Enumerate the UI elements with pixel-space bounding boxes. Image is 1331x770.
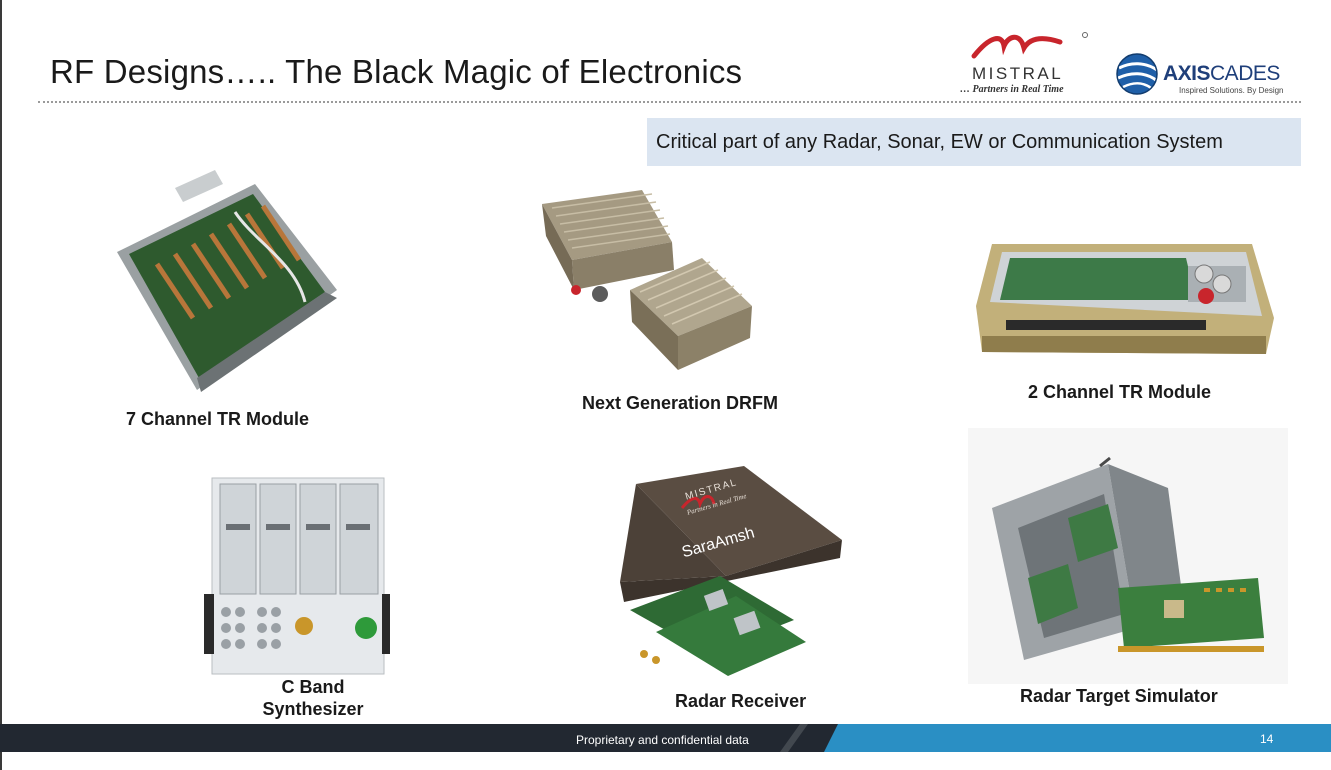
globe-icon: [1116, 53, 1158, 95]
axiscades-logo-tagline: Inspired Solutions. By Design: [1179, 86, 1284, 95]
slide-left-border: [0, 0, 2, 770]
title-divider: [38, 101, 1301, 103]
mistral-logo-tagline: … Partners in Real Time: [960, 84, 1064, 95]
caption-radar-receiver: Radar Receiver: [675, 691, 807, 711]
footer-confidential-text: Proprietary and confidential data: [576, 733, 749, 747]
caption-c-band-line1: C Band: [281, 677, 345, 697]
slide-title: RF Designs….. The Black Magic of Electro…: [50, 53, 743, 90]
caption-radar-target-simulator: Radar Target Simulator: [1020, 686, 1218, 706]
next-generation-drfm-image: [542, 190, 752, 370]
subtitle-text: Critical part of any Radar, Sonar, EW or…: [656, 131, 1223, 153]
footer-background: [0, 724, 1331, 752]
axiscades-logo-name: AXISCADES: [1163, 62, 1280, 86]
c-band-synthesizer-image: [204, 477, 390, 675]
subtitle-banner: Critical part of any Radar, Sonar, EW or…: [647, 118, 1301, 166]
footer-bar: Proprietary and confidential data 14: [0, 724, 1331, 752]
caption-seven-channel-tr-module: 7 Channel TR Module: [126, 409, 310, 429]
axiscades-name-bold: AXIS: [1163, 62, 1211, 85]
caption-c-band-synthesizer: C Band Synthesizer: [254, 676, 372, 720]
caption-next-generation-drfm: Next Generation DRFM: [582, 393, 779, 413]
mistral-swoosh-icon: [971, 32, 1088, 59]
caption-two-channel-tr-module: 2 Channel TR Module: [1028, 382, 1212, 402]
mistral-logo-name: MISTRAL: [972, 64, 1064, 83]
caption-c-band-line2: Synthesizer: [262, 699, 364, 719]
axiscades-name-light: CADES: [1210, 62, 1280, 85]
two-channel-tr-module-image: [976, 244, 1274, 354]
radar-receiver-image: [620, 466, 842, 676]
mistral-logo: MISTRAL … Partners in Real Time: [960, 30, 1090, 98]
radar-target-simulator-image: [968, 428, 1288, 684]
axiscades-logo: AXISCADES Inspired Solutions. By Design: [1115, 52, 1305, 98]
page-number: 14: [1260, 732, 1274, 746]
seven-channel-tr-module-image: [117, 170, 337, 392]
